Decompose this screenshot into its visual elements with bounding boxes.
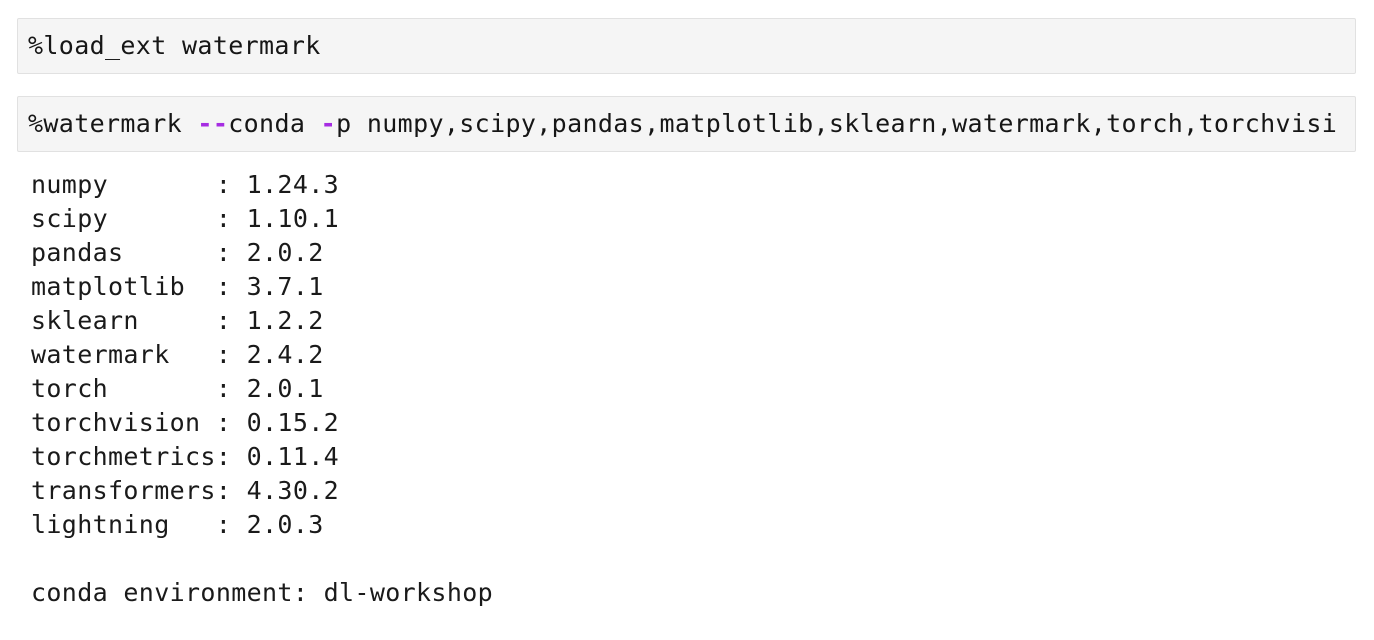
package-version-row: transformers: 4.30.2	[31, 474, 1356, 508]
package-name: torch :	[31, 374, 247, 403]
code-token-text: p numpy,scipy,pandas,matplotlib,sklearn,…	[336, 109, 1338, 138]
package-version: 2.0.2	[246, 238, 324, 267]
package-name: matplotlib :	[31, 272, 247, 301]
package-name: transformers:	[31, 476, 247, 505]
package-name: torchmetrics:	[31, 442, 247, 471]
package-version-row: torch : 2.0.1	[31, 372, 1356, 406]
conda-environment-line: conda environment: dl-workshop	[31, 576, 1356, 610]
code-cell-load-ext[interactable]: %load_ext watermark	[17, 18, 1356, 74]
package-version-row: matplotlib : 3.7.1	[31, 270, 1356, 304]
package-version-row: torchvision : 0.15.2	[31, 406, 1356, 440]
package-name: sklearn :	[31, 306, 247, 335]
code-token-operator: -	[320, 109, 337, 138]
package-version: 2.0.1	[246, 374, 324, 403]
code-cell-watermark[interactable]: %watermark --conda -p numpy,scipy,pandas…	[17, 96, 1356, 152]
conda-environment-value: dl-workshop	[323, 578, 494, 607]
package-name: watermark :	[31, 340, 247, 369]
package-version: 1.10.1	[246, 204, 340, 233]
package-version: 0.15.2	[246, 408, 340, 437]
package-version: 3.7.1	[246, 272, 324, 301]
package-version: 2.0.3	[246, 510, 324, 539]
package-name: scipy :	[31, 204, 247, 233]
package-version-row: lightning : 2.0.3	[31, 508, 1356, 542]
conda-environment-label: conda environment:	[31, 578, 324, 607]
code-line: %watermark --conda -p numpy,scipy,pandas…	[28, 110, 1345, 138]
package-version: 0.11.4	[246, 442, 340, 471]
code-token-text: conda	[228, 109, 321, 138]
package-name: numpy :	[31, 170, 247, 199]
notebook: %load_ext watermark %watermark --conda -…	[17, 18, 1356, 610]
package-version: 1.24.3	[246, 170, 340, 199]
blank-line	[31, 542, 1356, 576]
package-name: pandas :	[31, 238, 247, 267]
package-version: 1.2.2	[246, 306, 324, 335]
package-version-row: pandas : 2.0.2	[31, 236, 1356, 270]
package-version: 2.4.2	[246, 340, 324, 369]
code-token-operator: --	[197, 109, 229, 138]
package-version-row: torchmetrics: 0.11.4	[31, 440, 1356, 474]
code-token-text: %load_ext watermark	[28, 31, 321, 60]
package-name: torchvision :	[31, 408, 247, 437]
code-line: %load_ext watermark	[28, 32, 1345, 60]
package-version-row: sklearn : 1.2.2	[31, 304, 1356, 338]
package-version: 4.30.2	[246, 476, 340, 505]
package-version-row: scipy : 1.10.1	[31, 202, 1356, 236]
code-token-text: %watermark	[28, 109, 198, 138]
package-name: lightning :	[31, 510, 247, 539]
package-version-row: watermark : 2.4.2	[31, 338, 1356, 372]
package-version-row: numpy : 1.24.3	[31, 168, 1356, 202]
